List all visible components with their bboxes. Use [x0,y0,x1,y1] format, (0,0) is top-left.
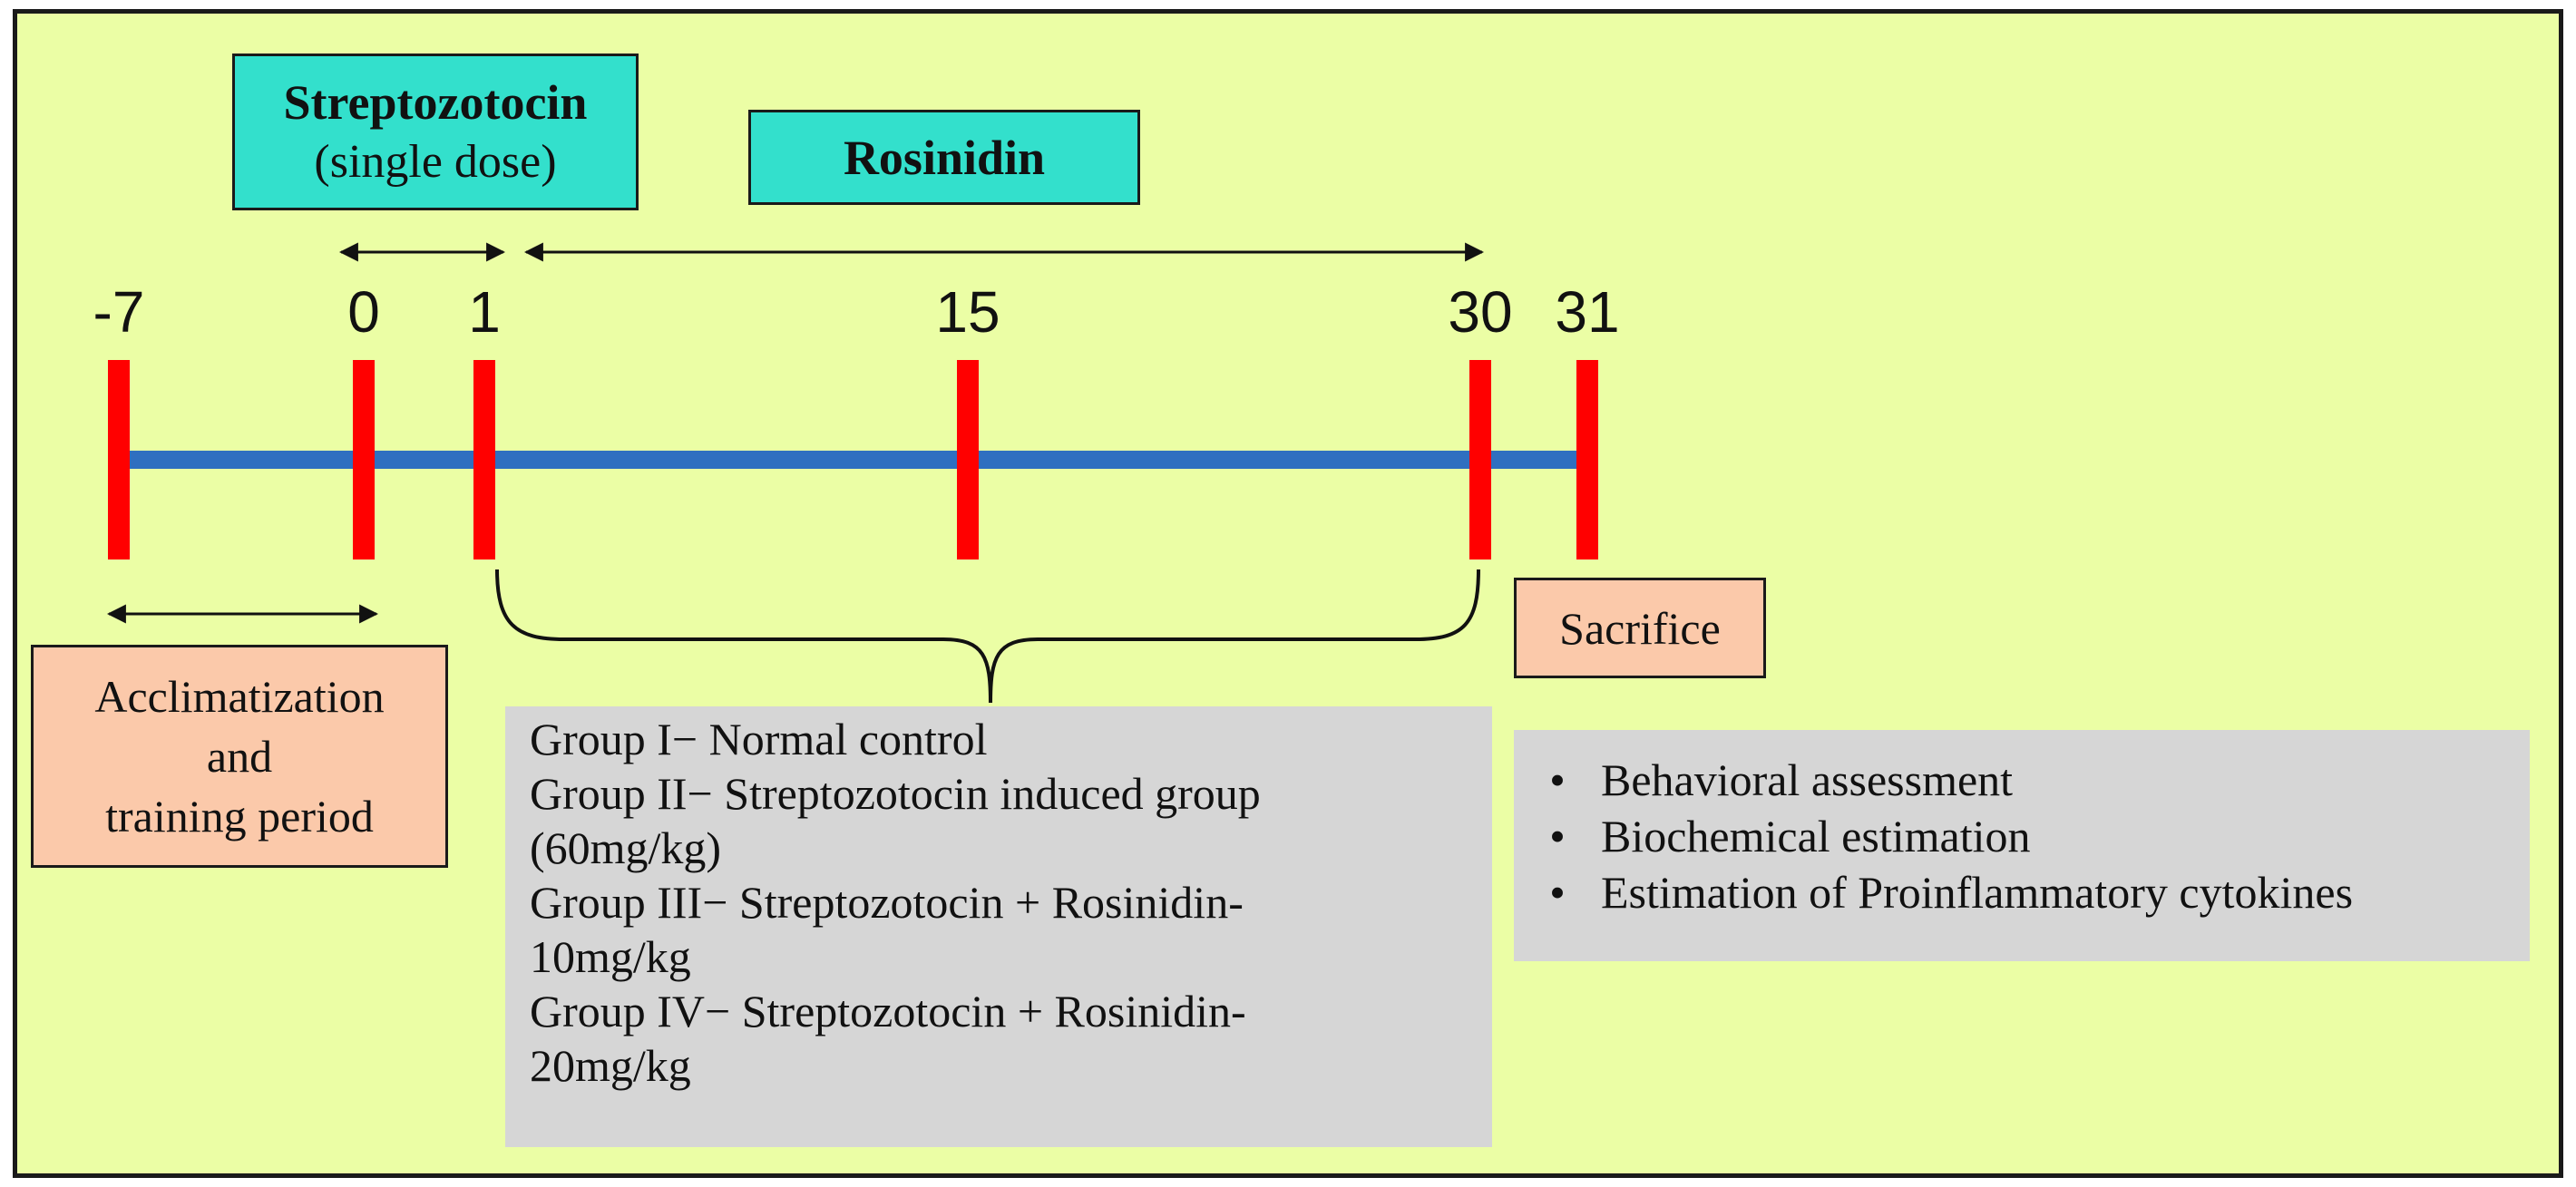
group-line: 10mg/kg [530,931,691,982]
tick-marker-31 [1576,360,1598,559]
tick-marker-0 [353,360,375,559]
tick-marker-15 [957,360,979,559]
tick-label-minus7: -7 [93,279,145,345]
streptozotocin-title: Streptozotocin [283,74,588,130]
tick-marker-minus7 [108,360,130,559]
streptozotocin-box: Streptozotocin (single dose) [232,54,639,210]
tick-marker-30 [1469,360,1491,559]
bullet-icon: • [1549,754,1566,805]
tick-label-15: 15 [935,279,1000,345]
group-line: (60mg/kg) [530,822,722,873]
assessment-item: • Behavioral assessment [1514,752,2530,808]
assessments-box: • Behavioral assessment • Biochemical es… [1514,730,2530,961]
group-line: Group I− Normal control [530,714,988,764]
tick-label-31: 31 [1555,279,1620,345]
tick-marker-1 [473,360,495,559]
bullet-icon: • [1549,811,1566,861]
group-line: 20mg/kg [530,1040,691,1091]
assessment-label: Estimation of Proinflammatory cytokines [1601,867,2354,918]
tick-label-0: 0 [347,279,380,345]
acclimatization-line-1: Acclimatization [94,671,385,722]
groups-box: Group I− Normal control Group II− Strept… [505,706,1492,1147]
tick-label-30: 30 [1448,279,1513,345]
tick-label-1: 1 [468,279,501,345]
treatment-period-brace [495,569,1480,704]
group-line: Group III− Streptozotocin + Rosinidin- [530,877,1244,928]
acclimatization-box: Acclimatization and training period [31,645,448,868]
rosinidin-label: Rosinidin [843,130,1046,185]
acclimatization-line-2: and [206,731,273,782]
bullet-icon: • [1549,867,1566,918]
sacrifice-label: Sacrifice [1559,602,1721,654]
acclimatization-line-3: training period [105,791,374,842]
streptozotocin-subtitle: (single dose) [314,135,557,188]
rosinidin-box: Rosinidin [748,110,1140,205]
group-line: Group IV− Streptozotocin + Rosinidin- [530,986,1246,1036]
assessment-label: Biochemical estimation [1601,811,2031,861]
assessment-label: Behavioral assessment [1601,754,2014,805]
sacrifice-box: Sacrifice [1514,578,1766,678]
assessment-item: • Biochemical estimation [1514,808,2530,864]
assessment-item: • Estimation of Proinflammatory cytokine… [1514,864,2530,920]
group-line: Group II− Streptozotocin induced group [530,768,1261,819]
